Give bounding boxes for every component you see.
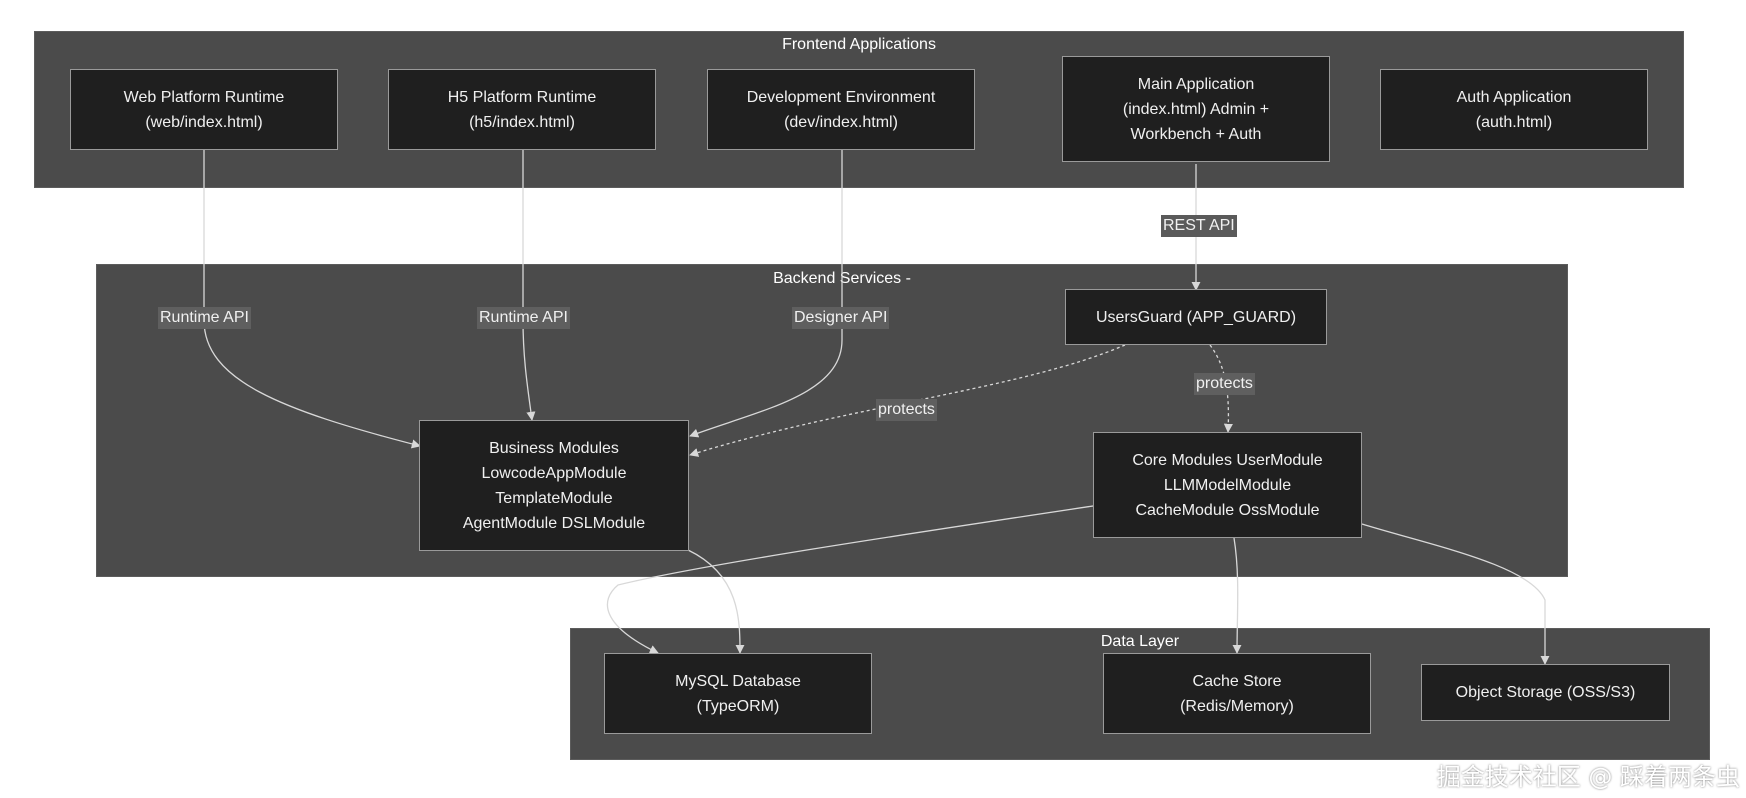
node-line: AgentModule DSLModule [462,514,646,532]
h5-platform-runtime-node[interactable]: H5 Platform Runtime (h5/index.html) [388,69,656,150]
web-platform-runtime-node[interactable]: Web Platform Runtime (web/index.html) [70,69,338,150]
edge-guard-business [689,344,1126,457]
business-modules-node[interactable]: Business Modules LowcodeAppModule Templa… [419,420,689,551]
node-line: (TypeORM) [696,697,780,715]
edge-business-mysql [687,549,745,654]
edge-web-business [203,150,421,449]
edge-core-mysql [606,505,1094,654]
node-line: (Redis/Memory) [1180,697,1294,715]
node-line: Business Modules [489,439,619,457]
node-line: Development Environment [746,88,936,106]
node-line: Workbench + Auth [1130,125,1262,143]
node-line: (dev/index.html) [784,113,898,131]
edge-core-cache [1232,537,1242,654]
node-line: (index.html) Admin + [1122,100,1270,118]
users-guard-node[interactable]: UsersGuard (APP_GUARD) [1065,289,1327,345]
auth-application-node[interactable]: Auth Application (auth.html) [1380,69,1648,150]
node-line: Cache Store [1192,672,1282,690]
edge-label-designer-api: Designer API [792,307,890,329]
mysql-database-node[interactable]: MySQL Database (TypeORM) [604,653,872,734]
edge-label-runtime-api-h5: Runtime API [477,307,570,329]
node-line: H5 Platform Runtime [447,88,597,106]
edge-label-protects-core: protects [1194,373,1255,395]
edge-label-rest-api: REST API [1161,215,1237,237]
node-line: Main Application [1137,75,1255,93]
edge-dev-business [689,150,843,438]
watermark-text: 掘金技术社区 @ 踩着两条虫 [1436,763,1740,791]
node-line: Auth Application [1456,88,1572,106]
edge-h5-business [522,150,536,421]
node-line: TemplateModule [495,489,613,507]
node-line: LLMModelModule [1163,476,1292,494]
cache-store-node[interactable]: Cache Store (Redis/Memory) [1103,653,1371,734]
node-line: Object Storage (OSS/S3) [1455,684,1636,701]
data-group-title: Data Layer [1100,633,1180,650]
edge-core-oss [1361,523,1550,665]
edge-label-runtime-api-web: Runtime API [158,307,251,329]
node-line: (h5/index.html) [469,113,575,131]
main-application-node[interactable]: Main Application (index.html) Admin + Wo… [1062,56,1330,162]
node-line: CacheModule OssModule [1135,501,1320,519]
node-line: LowcodeAppModule [481,464,627,482]
node-line: Core Modules UserModule [1132,451,1323,469]
edge-label-protects-business: protects [876,399,937,421]
node-line: Web Platform Runtime [123,88,285,106]
node-line: UsersGuard (APP_GUARD) [1095,308,1297,326]
node-line: (web/index.html) [145,113,263,131]
node-line: MySQL Database [675,672,801,690]
node-line: (auth.html) [1475,113,1553,131]
core-modules-node[interactable]: Core Modules UserModule LLMModelModule C… [1093,432,1362,538]
development-environment-node[interactable]: Development Environment (dev/index.html) [707,69,975,150]
frontend-group-title: Frontend Applications [782,36,936,53]
object-storage-node[interactable]: Object Storage (OSS/S3) [1421,664,1670,721]
